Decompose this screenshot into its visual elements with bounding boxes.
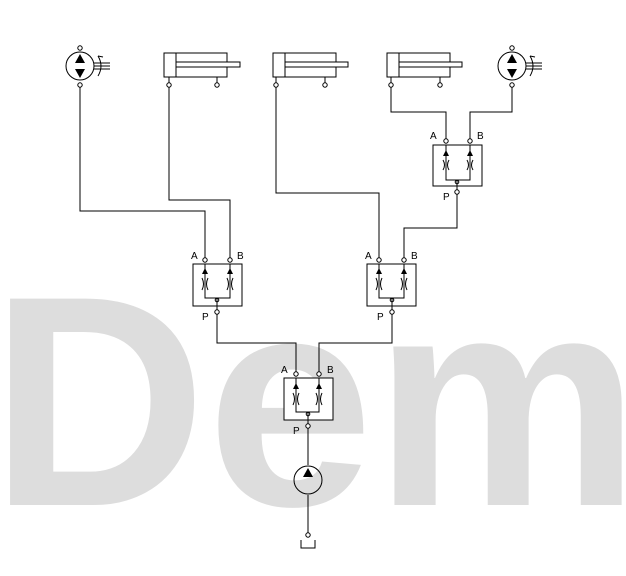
valve-port-a-label: A: [430, 131, 437, 142]
valve-port-p-label: P: [202, 312, 209, 323]
valve-port-a-label: A: [365, 251, 372, 262]
flow-divider-valve-right: A B P: [365, 251, 418, 323]
pipe-network: [79, 86, 513, 535]
valve-port-p-label: P: [377, 312, 384, 323]
valve-port-a-label: A: [191, 251, 198, 262]
tank-icon: [300, 532, 316, 549]
valve-port-p-label: P: [443, 192, 450, 203]
valve-port-p-label: P: [293, 426, 300, 437]
hydraulic-motor-icon: [65, 45, 110, 88]
valve-port-b-label: B: [477, 131, 484, 142]
valve-port-b-label: B: [327, 365, 334, 376]
pump-icon: [293, 465, 323, 495]
valve-port-b-label: B: [411, 251, 418, 262]
flow-divider-valve-main: A B P: [281, 365, 334, 437]
flow-divider-valve-left: A B P: [191, 251, 244, 323]
hydraulic-cylinder-icon: [386, 52, 463, 88]
flow-divider-valve-top: A B P: [430, 131, 484, 203]
hydraulic-cylinder-icon: [272, 52, 349, 88]
hydraulic-cylinder-icon: [163, 52, 241, 88]
valve-port-b-label: B: [237, 251, 244, 262]
hydraulic-motor-icon: [497, 45, 542, 88]
valve-port-a-label: A: [281, 365, 288, 376]
